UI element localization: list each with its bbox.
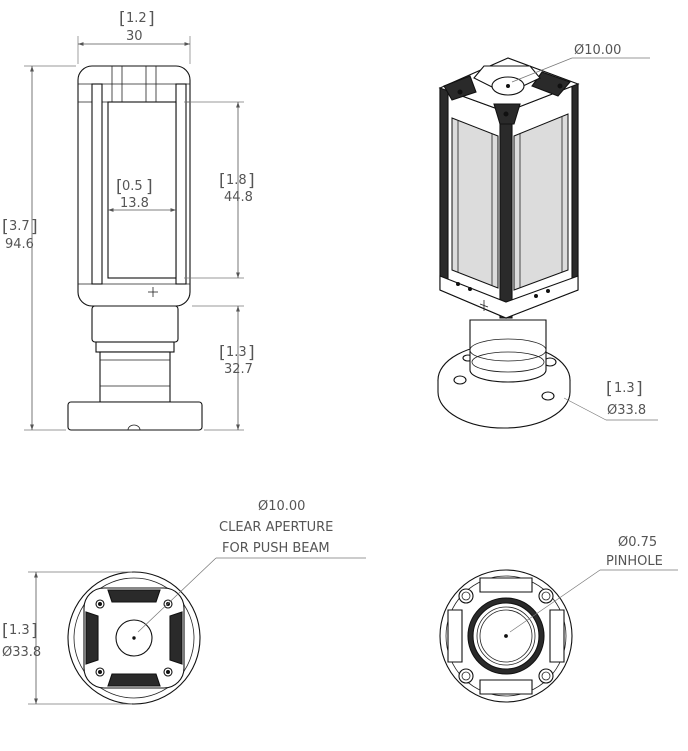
bracket-left: [ [606, 379, 613, 399]
front-window-width-dimension: [ 0.5 ] 13.8 [108, 177, 176, 212]
bracket-left: [ [2, 621, 9, 641]
bracket-right: ] [248, 171, 255, 191]
bottom-pinhole-callout: Ø0.75 PINHOLE [509, 535, 678, 633]
top-aperture-callout: Ø10.00 CLEAR APERTURE FOR PUSH BEAM [137, 499, 366, 633]
iso-flange-inch: 1.3 [614, 381, 635, 396]
front-window-height-dimension: [ 1.8 ] 44.8 [184, 101, 255, 279]
top-view [67, 571, 201, 705]
total-height-mm: 94.6 [5, 237, 34, 252]
bracket-right: ] [636, 379, 643, 399]
top-diameter-dimension: [ 1.3 ] Ø33.8 [2, 571, 132, 705]
window-width-inch: 0.5 [122, 179, 143, 194]
isometric-view [437, 57, 580, 429]
top-aperture-note-1: CLEAR APERTURE [219, 520, 333, 535]
iso-flange-mm: Ø33.8 [607, 403, 646, 418]
window-height-inch: 1.8 [226, 173, 247, 188]
front-total-height-dimension: [ 3.7 ] 94.6 [2, 65, 76, 431]
bracket-right: ] [146, 177, 153, 197]
bracket-left: [ [119, 9, 126, 29]
iso-aperture-text: Ø10.00 [574, 43, 621, 58]
top-aperture-dia: Ø10.00 [258, 499, 305, 514]
pinhole-dia: Ø0.75 [618, 535, 657, 550]
window-height-mm: 44.8 [224, 190, 253, 205]
front-width-mm: 30 [126, 29, 143, 44]
bottom-view [439, 569, 573, 703]
pinhole-note: PINHOLE [606, 554, 663, 569]
top-diameter-inch: 1.3 [9, 623, 30, 638]
total-height-inch: 3.7 [9, 219, 30, 234]
bracket-right: ] [31, 217, 38, 237]
front-width-dimension: [ 1.2 ] 30 [77, 9, 191, 64]
iso-top-aperture-callout: Ø10.00 [511, 43, 650, 83]
base-height-inch: 1.3 [226, 345, 247, 360]
top-aperture-note-2: FOR PUSH BEAM [222, 541, 330, 556]
front-view [67, 65, 203, 431]
bracket-left: [ [2, 217, 9, 237]
bracket-right: ] [148, 9, 155, 29]
base-height-mm: 32.7 [224, 362, 253, 377]
front-base-height-dimension: [ 1.3 ] 32.7 [192, 305, 255, 431]
window-width-mm: 13.8 [120, 196, 149, 211]
bracket-right: ] [31, 621, 38, 641]
front-width-inch: 1.2 [126, 11, 147, 26]
bracket-left: [ [219, 171, 226, 191]
bracket-left: [ [219, 343, 226, 363]
iso-flange-callout: [ 1.3 ] Ø33.8 [563, 379, 658, 421]
top-diameter-mm: Ø33.8 [2, 645, 41, 660]
bracket-left: [ [116, 177, 123, 197]
bracket-right: ] [248, 343, 255, 363]
